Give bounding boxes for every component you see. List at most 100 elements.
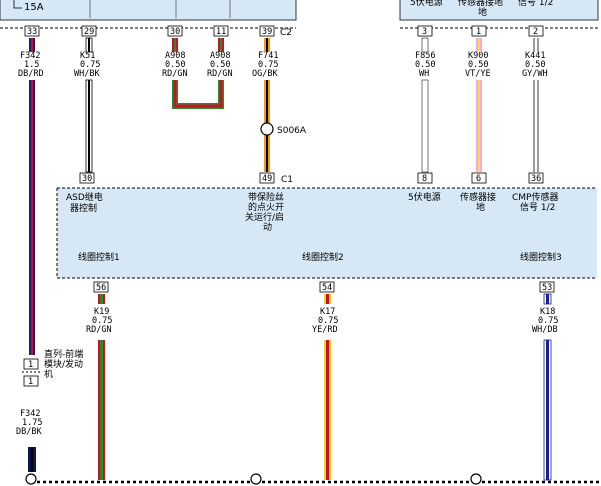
- wire-k19-gauge: 0.75: [92, 316, 112, 326]
- top-wire-labels: F342 1.5 DB/RD K51 0.75 WH/BK A908 0.50 …: [18, 51, 548, 79]
- wire-a908-loop: [172, 38, 224, 109]
- mid-pin-6: 6: [476, 174, 481, 184]
- wire-a908a-color: RD/GN: [162, 69, 188, 79]
- mid-pin-49: 49: [262, 174, 272, 184]
- left-inline-connector: 1 1 直列-前端 模块/发动 机: [22, 348, 83, 387]
- wire-f342b-gauge: 1.75: [22, 418, 42, 428]
- wire-f342-circuit: F342: [20, 51, 40, 61]
- splice-s006a: [260, 122, 274, 136]
- wire-k17-color: YE/RD: [312, 325, 338, 335]
- coil-control-2: 线圈控制2: [302, 251, 344, 263]
- wire-k441-circuit: K441: [525, 51, 545, 61]
- top-right-label-ground-suffix: 地: [478, 6, 487, 18]
- wire-k17-gauge: 0.75: [318, 316, 338, 326]
- pcm-module: [57, 188, 597, 278]
- top-pin-11: 11: [216, 27, 226, 37]
- wire-f342b-circuit: F342: [20, 409, 40, 419]
- wire-k441-color: GY/WH: [522, 69, 548, 79]
- wire-k17-ye-rd: [324, 294, 331, 480]
- coil-control-1: 线圈控制1: [78, 251, 120, 263]
- wire-k900-color: VT/YE: [465, 69, 491, 79]
- wire-f856-circuit: F856: [415, 51, 435, 61]
- label-sensor-ground-2: 地: [476, 201, 485, 213]
- top-left-module: [0, 0, 297, 21]
- wire-k18-circuit: K18: [540, 307, 555, 317]
- wire-a908a-gauge: 0.50: [165, 60, 185, 70]
- wire-k51-circuit: K51: [80, 51, 95, 61]
- label-sensor-ground-1: 传感器接: [460, 191, 496, 203]
- middle-connector-ref: C1: [281, 175, 293, 185]
- left-connector-label-3: 机: [44, 368, 53, 380]
- label-fuse-run-3: 关运行/启: [245, 211, 284, 223]
- top-pin-39: 39: [262, 27, 272, 37]
- wire-f741-og-bk: [264, 38, 270, 172]
- wire-k19-rd-gn: [98, 294, 105, 480]
- label-asd-line2: 器控制: [70, 202, 97, 214]
- wire-f856-wh: [421, 37, 429, 173]
- label-fuse-run-1: 带保险丝: [248, 191, 284, 203]
- top-right-label-sensor-ground: 传感器接地: [458, 0, 503, 8]
- wire-k441-gy-wh: [533, 38, 539, 172]
- wire-k17-circuit: K17: [320, 307, 335, 317]
- wire-k900-gauge: 0.50: [468, 60, 488, 70]
- wire-f342b-color: DB/BK: [16, 427, 42, 437]
- wire-f342-gauge: 1.5: [24, 60, 39, 70]
- top-pin-33: 33: [27, 27, 37, 37]
- wire-k19-color: RD/GN: [86, 325, 112, 335]
- ground-bus: [25, 473, 601, 485]
- wire-f342-db-bk: [28, 447, 36, 472]
- top-pins: 33 29 30 11 39 C2 3 1 2: [24, 25, 544, 38]
- top-connector-ref: C2: [280, 28, 292, 38]
- wire-a908a-circuit: A908: [165, 51, 185, 61]
- left-connector-label-2: 模块/发动: [44, 358, 83, 370]
- top-right-module: [399, 0, 599, 21]
- top-pin-30: 30: [170, 27, 180, 37]
- wire-f342-db-rd: [29, 38, 35, 355]
- wire-f741-circuit: F741: [258, 51, 278, 61]
- lower-pins: 56 54 53: [93, 281, 555, 293]
- wire-k441-gauge: 0.50: [525, 60, 545, 70]
- wire-k18-color: WH/DB: [532, 325, 558, 335]
- left-pin-bottom: 1: [28, 377, 33, 387]
- mid-pin-36: 36: [531, 174, 541, 184]
- label-fuse-run-4: 动: [263, 222, 272, 233]
- wire-f741-color: OG/BK: [252, 69, 278, 79]
- wire-k51-wh-bk: [85, 37, 93, 173]
- mid-pin-30: 30: [82, 174, 92, 184]
- wire-f856-color: WH: [419, 69, 429, 79]
- wire-k19-circuit: K19: [94, 307, 109, 317]
- left-connector-label-1: 直列-前端: [44, 348, 83, 360]
- label-cmp-2: 信号 1/2: [520, 201, 555, 213]
- label-cmp-1: CMP传感器: [512, 191, 558, 203]
- wire-k18-gauge: 0.75: [538, 316, 558, 326]
- wire-k900-vt-ye: [476, 38, 482, 172]
- wire-f741-gauge: 0.75: [258, 60, 278, 70]
- coil-control-3: 线圈控制3: [520, 251, 562, 263]
- wire-a908b-circuit: A908: [210, 51, 230, 61]
- top-pin-1: 1: [476, 27, 481, 37]
- wire-a908b-gauge: 0.50: [210, 60, 230, 70]
- top-pin-3: 3: [422, 27, 427, 37]
- top-right-label-5v: 5伏电源: [410, 0, 443, 8]
- middle-pins: 30 49 C1 8 6 36: [79, 172, 544, 185]
- label-5v: 5伏电源: [408, 191, 441, 203]
- label-fuse-run-2: 的点火开: [248, 201, 284, 213]
- low-pin-53: 53: [542, 283, 552, 293]
- wire-a908b-color: RD/GN: [207, 69, 233, 79]
- splice-s006a-label: S006A: [277, 126, 307, 136]
- top-left-fuse-label: 15A: [24, 2, 44, 13]
- wire-k51-gauge: 0.75: [80, 60, 100, 70]
- top-right-label-signal: 信号 1/2: [518, 0, 553, 8]
- top-pin-29: 29: [84, 27, 94, 37]
- low-pin-56: 56: [96, 283, 106, 293]
- wire-k900-circuit: K900: [468, 51, 488, 61]
- wire-k51-color: WH/BK: [74, 69, 100, 79]
- wire-f342-color: DB/RD: [18, 69, 44, 79]
- wire-f856-gauge: 0.50: [415, 60, 435, 70]
- left-pin-top: 1: [28, 360, 33, 370]
- mid-pin-8: 8: [422, 174, 427, 184]
- low-pin-54: 54: [322, 283, 332, 293]
- lower-wire-labels: K19 0.75 RD/GN K17 0.75 YE/RD K18 0.75 W…: [86, 307, 558, 335]
- wire-k18-wh-db: [543, 293, 552, 481]
